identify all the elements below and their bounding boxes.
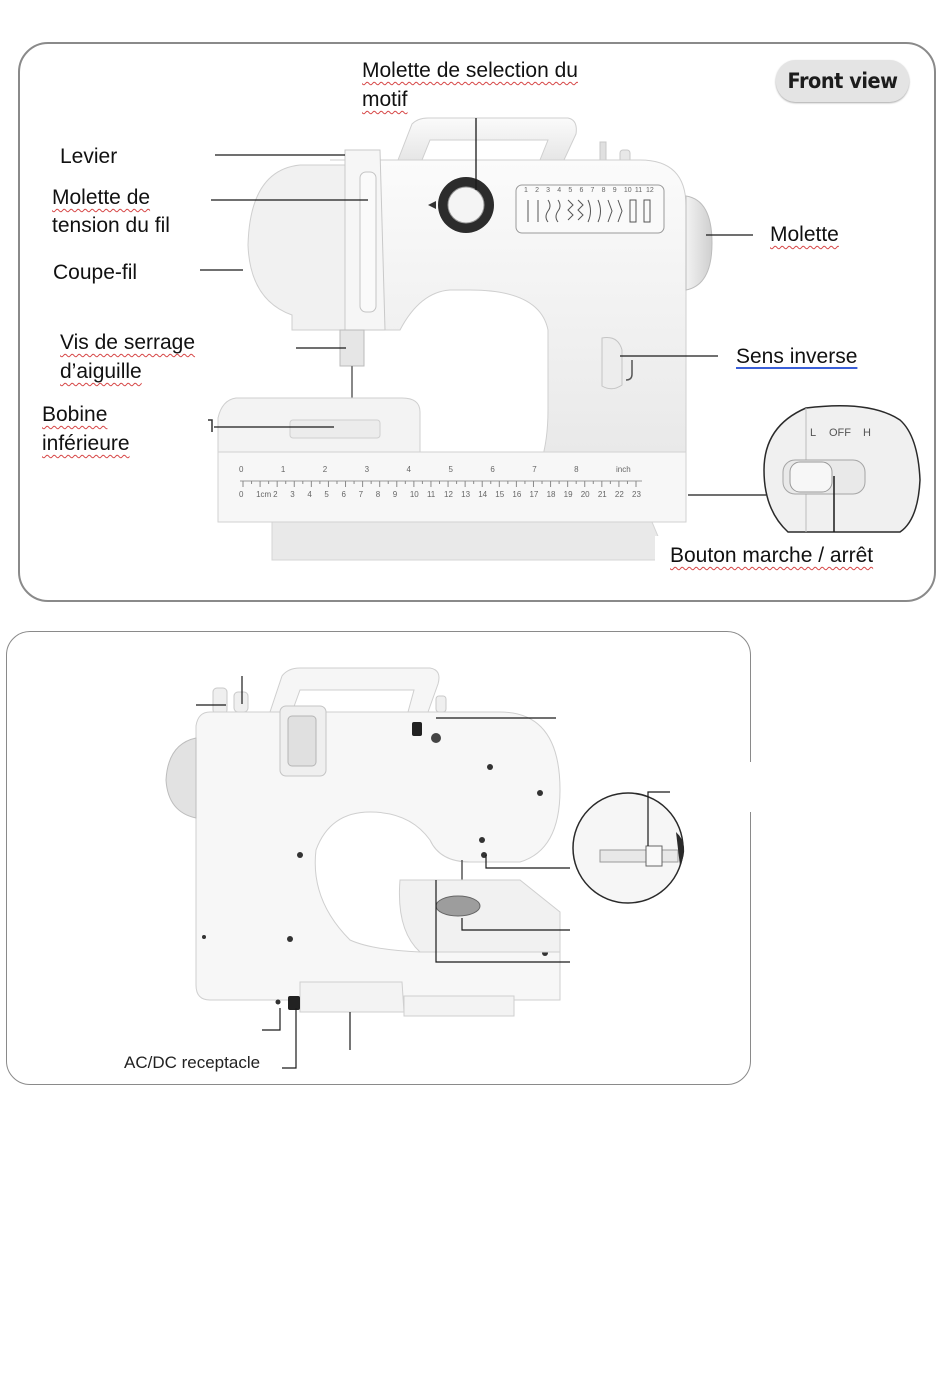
stitch-number-5: 6 [579,187,584,194]
label-bobbin-1: Bobine [42,403,108,426]
label-needle-screw-2: d’aiguille [60,360,142,383]
ruler-top-label-1: 1 [280,465,286,474]
ruler-bottom-label-17: 17 [529,490,539,499]
front-machine-illustration [200,117,921,561]
ruler-bottom-label-1: 1cm [256,490,272,499]
front-view-badge: Front view [775,60,910,102]
stitch-number-2: 3 [546,187,551,194]
ruler-top-label-8: 8 [574,465,579,474]
switch-label-h: H [863,427,871,439]
ruler-bottom-label-0: 0 [239,490,244,499]
ruler-bottom-label-6: 6 [341,490,346,499]
ruler-top-label-3: 3 [364,465,370,474]
label-handwheel: Molette [770,223,839,246]
ruler-bottom-label-16: 16 [512,490,522,499]
label-lever: Levier [60,145,118,168]
ruler-top-label-2: 2 [322,465,328,474]
switch-label-off: OFF [829,427,851,439]
label-power-switch: Bouton marche / arrêt [670,544,874,567]
ruler-bottom-label-9: 9 [392,490,398,499]
power-label-backdrop [655,536,920,582]
label-cutter: Coupe-fil [53,261,138,284]
ruler-bottom-label-8: 8 [375,490,381,499]
ruler-bottom-label-3: 3 [290,490,295,499]
label-pattern-dial-1: Molette de selection du [362,59,578,82]
ruler-bottom-label-21: 21 [597,490,607,499]
power-switch-inset [763,404,921,533]
stitch-number-1: 2 [535,187,539,194]
ruler-bottom-label-4: 4 [307,490,312,499]
ruler-bottom-label-22: 22 [614,490,624,499]
label-tension-1: Molette de [52,186,151,209]
switch-label-l: L [810,427,817,439]
stitch-number-9: 10 [623,187,632,194]
ruler-bottom-label-19: 19 [563,490,573,499]
ruler-bottom-label-2: 2 [273,490,278,499]
ruler-top-label-4: 4 [406,465,411,474]
ruler-top-label-6: 6 [490,465,495,474]
ruler-top-label-5: 5 [448,465,453,474]
ruler-top-label-0: 0 [239,465,244,474]
label-bobbin-2: inférieure [42,432,130,455]
stitch-number-10: 11 [634,187,643,194]
stitch-number-4: 5 [568,187,573,194]
ruler-bottom-label-13: 13 [461,490,471,499]
ruler-bottom-label-7: 7 [358,490,364,499]
ruler-bottom-label-20: 20 [580,490,590,499]
ruler-bottom-label-15: 15 [495,490,505,499]
label-tension-2: tension du fil [52,214,170,237]
stitch-number-0: 1 [524,187,528,194]
stitch-number-11: 12 [646,187,654,194]
label-needle-screw-1: Vis de serrage [60,331,196,354]
label-acdc-receptacle: AC/DC receptacle [124,1053,261,1072]
ruler-bottom-label-10: 10 [409,490,419,499]
stitch-number-7: 8 [601,187,606,194]
stitch-number-6: 7 [590,187,595,194]
stitch-number-3: 4 [557,187,562,194]
label-pattern-dial-2: motif [362,88,408,111]
ruler-top-label-7: 7 [532,465,537,474]
label-reverse: Sens inverse [736,345,858,368]
ruler-bottom-label-23: 23 [632,490,641,499]
ruler-bottom-label-18: 18 [546,490,556,499]
ruler-bottom-label-5: 5 [324,490,329,499]
ruler-bottom-label-12: 12 [444,490,453,499]
stitch-number-8: 9 [612,187,617,194]
ruler-bottom-label-11: 11 [426,490,436,499]
ruler-top-label-9: inch [616,465,631,474]
ruler-bottom-label-14: 14 [478,490,488,499]
back-machine-illustration [165,667,685,1069]
